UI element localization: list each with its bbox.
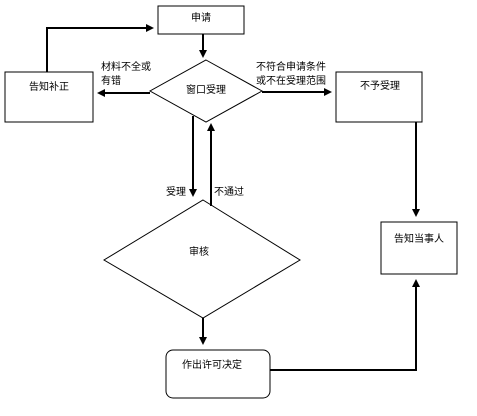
edge-label-ineligible-2: 或不在受理范围 [256,76,326,87]
apply-box [157,5,245,35]
decision-box [165,349,271,399]
not-accept-label: 不予受理 [360,81,400,92]
edge-label-ineligible-1: 不符合申请条件 [256,62,326,73]
review-label: 审核 [189,247,209,258]
decision-label: 作出许可决定 [182,360,242,371]
edge-label-incomplete-1: 材料不全或 [101,62,151,73]
arrow-decision-to-party [270,279,420,371]
notify-correction-label: 告知补正 [29,82,69,93]
notify-party-box [380,221,458,275]
notify-party-label: 告知当事人 [394,234,444,245]
window-accept-diamond [148,59,264,123]
not-accept-box [335,71,423,123]
window-accept-label: 窗口受理 [186,85,226,96]
review-diamond [103,199,301,319]
edge-label-incomplete-2: 有错 [101,76,121,87]
notify-correction-box [4,71,94,123]
apply-label: 申请 [191,13,211,24]
edge-label-accepted: 受理 [166,187,186,198]
edge-label-not-passed: 不通过 [214,187,244,198]
arrow-correction-to-apply [46,24,154,72]
